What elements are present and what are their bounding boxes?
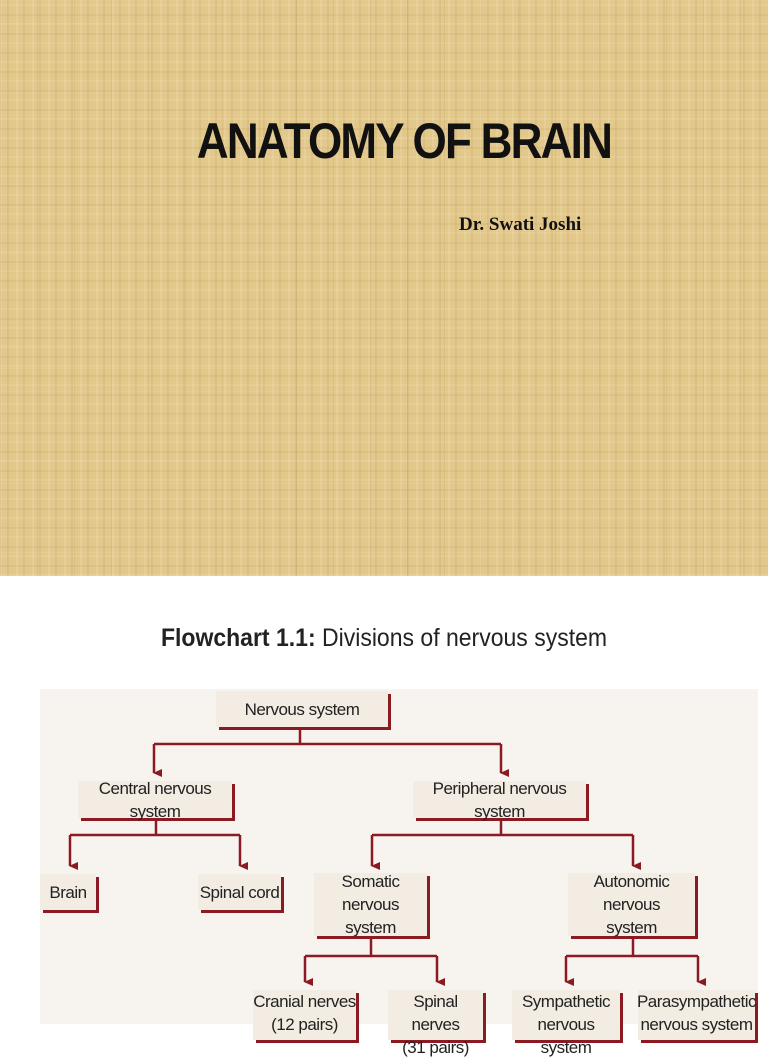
node-spinal-nerves: Spinal nerves (31 pairs)	[388, 990, 483, 1057]
connector-pns	[372, 820, 633, 837]
node-label-line2: system	[345, 918, 396, 937]
node-spinal-cord: Spinal cord	[198, 874, 281, 910]
connector-root	[154, 728, 501, 746]
flowchart-caption: Flowchart 1.1: Divisions of nervous syst…	[31, 624, 738, 653]
node-label-line1: Sympathetic	[521, 992, 611, 1011]
connector-somatic	[305, 938, 437, 958]
node-label-line2: nervous system	[640, 1015, 753, 1034]
caption-text: Divisions of nervous system	[315, 624, 608, 652]
node-brain: Brain	[40, 874, 96, 910]
node-label-line2: system	[606, 918, 657, 937]
node-label-line1: Somatic nervous	[341, 872, 400, 914]
title-slide: ANATOMY OF BRAIN Dr. Swati Joshi	[0, 0, 768, 576]
slide-title: ANATOMY OF BRAIN	[196, 113, 613, 169]
node-label: Peripheral nervous system	[432, 778, 567, 821]
connector-cns	[70, 820, 240, 837]
node-label-line1: Autonomic nervous	[593, 872, 670, 914]
node-central-nervous-system: Central nervous system	[78, 779, 232, 821]
node-label: Nervous system	[244, 699, 360, 719]
node-parasympathetic-nervous-system: Parasympathetic nervous system	[636, 990, 757, 1040]
node-label-line1: Cranial nerves	[253, 992, 356, 1011]
node-cranial-nerves: Cranial nerves (12 pairs)	[253, 990, 356, 1040]
node-somatic-nervous-system: Somatic nervous system	[314, 872, 427, 937]
node-label-line1: Spinal nerves	[411, 992, 460, 1034]
node-nervous-system: Nervous system	[216, 691, 388, 727]
flowchart-connectors	[68, 728, 706, 986]
connector-autonomic	[566, 938, 698, 958]
flowchart-slide: Flowchart 1.1: Divisions of nervous syst…	[0, 576, 768, 1057]
node-sympathetic-nervous-system: Sympathetic nervous system	[512, 990, 620, 1057]
node-label-line2: (12 pairs)	[271, 1015, 338, 1034]
node-label: Central nervous system	[98, 778, 212, 821]
node-label: Spinal cord	[199, 882, 280, 902]
author-name: Dr. Swati Joshi	[459, 214, 582, 235]
node-autonomic-nervous-system: Autonomic nervous system	[568, 872, 695, 937]
node-label-line2: nervous system	[537, 1015, 595, 1057]
node-label: Brain	[49, 882, 87, 902]
node-label-line2: (31 pairs)	[402, 1038, 469, 1057]
node-peripheral-nervous-system: Peripheral nervous system	[413, 779, 586, 821]
caption-label: Flowchart 1.1:	[160, 624, 316, 652]
node-label-line1: Parasympathetic	[636, 992, 757, 1011]
